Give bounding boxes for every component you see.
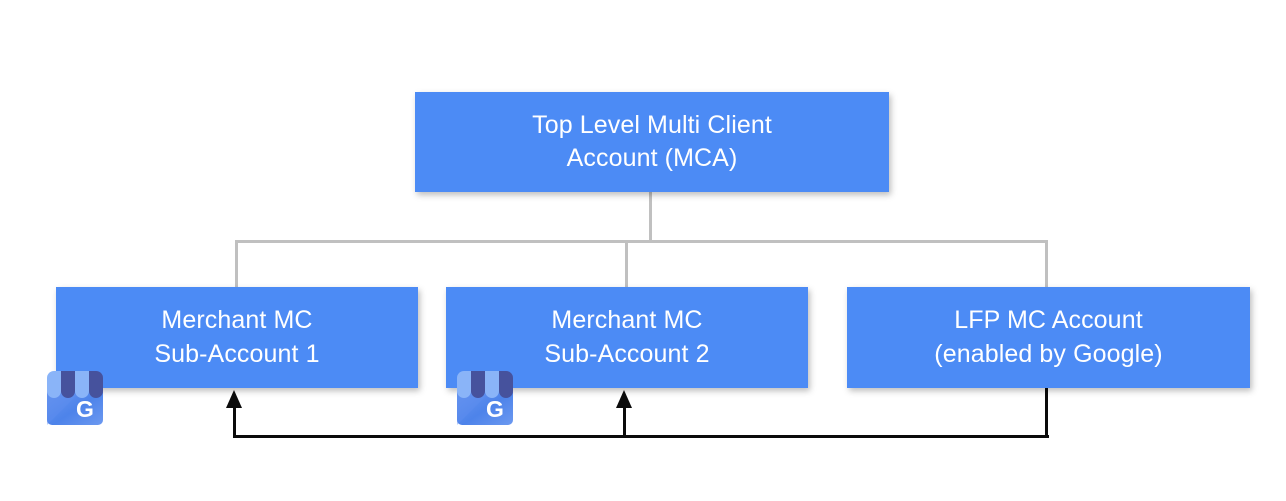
node-merchant-sub-account-2-label: Merchant MC Sub-Account 2: [544, 306, 710, 368]
flow-line-lfp-bottom-bar: [233, 435, 1049, 438]
google-business-profile-icon: G: [448, 363, 522, 429]
node-merchant-sub-account-1-label: Merchant MC Sub-Account 1: [154, 306, 320, 368]
gbp-g-glyph: G: [486, 396, 504, 422]
connector-drop-lfp: [1045, 240, 1048, 288]
connector-drop-merchant-2: [625, 240, 628, 288]
connector-mca-trunk: [649, 192, 652, 243]
connector-horizontal-bus: [235, 240, 1048, 243]
arrow-head-merchant-1-icon: [226, 390, 242, 408]
node-merchant-sub-account-1[interactable]: Merchant MC Sub-Account 1: [56, 287, 418, 388]
flow-line-riser-merchant-2: [623, 404, 626, 438]
flow-line-riser-merchant-1: [233, 404, 236, 438]
node-top-level-mca[interactable]: Top Level Multi Client Account (MCA): [415, 92, 889, 192]
node-top-level-mca-label: Top Level Multi Client Account (MCA): [532, 110, 772, 173]
google-business-profile-icon: G: [38, 363, 112, 429]
connector-drop-merchant-1: [235, 240, 238, 288]
gbp-g-glyph: G: [76, 396, 94, 422]
node-lfp-mc-account-label: LFP MC Account (enabled by Google): [934, 306, 1163, 368]
arrow-head-merchant-2-icon: [616, 390, 632, 408]
node-lfp-mc-account[interactable]: LFP MC Account (enabled by Google): [847, 287, 1250, 388]
flow-line-lfp-riser: [1045, 388, 1048, 438]
